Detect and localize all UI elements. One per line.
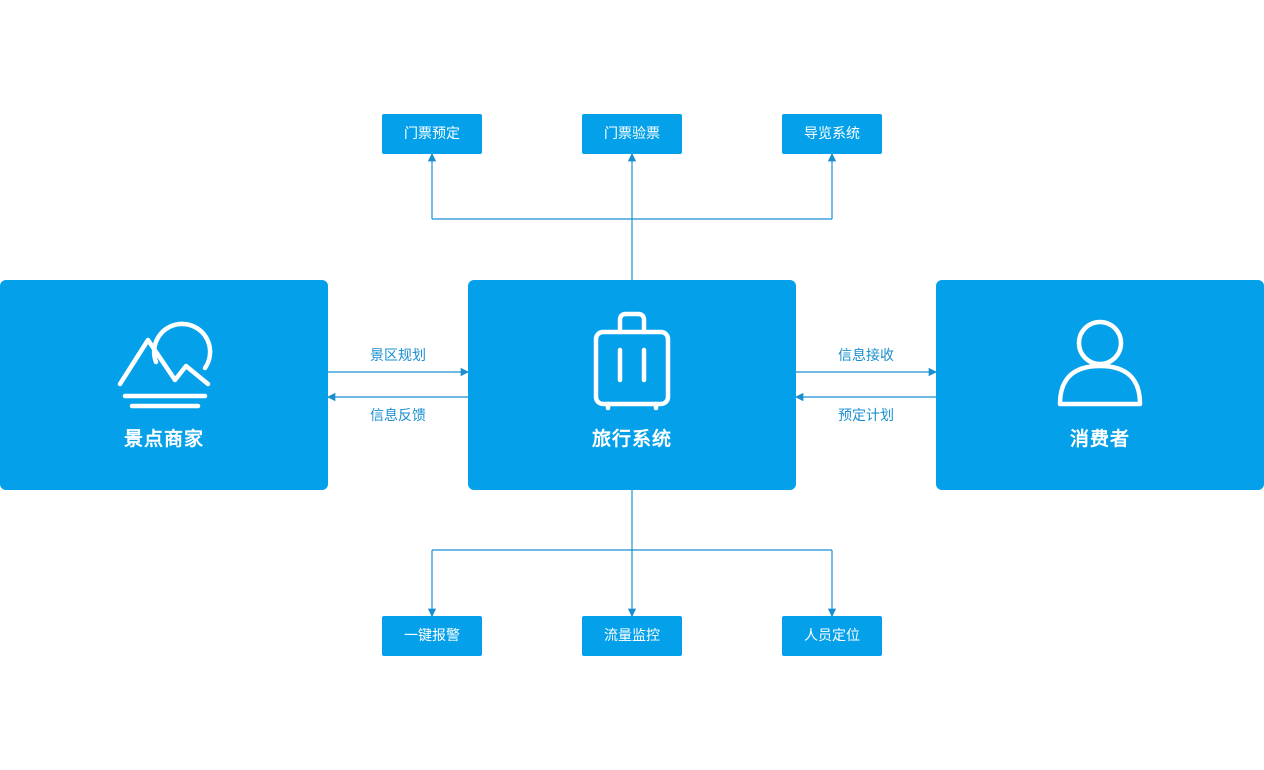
module-guide-system: 导览系统 [782, 114, 882, 154]
module-flow-monitor: 流量监控 [582, 616, 682, 656]
flow-label-booking-plan: 预定计划 [838, 408, 894, 424]
suitcase-icon [593, 311, 671, 411]
node-label-merchant: 景点商家 [123, 428, 204, 450]
flow-label-scenic-planning: 景区规划 [370, 348, 426, 364]
node-scenic-merchant: 景点商家 [0, 280, 328, 490]
module-one-key-alarm: 一键报警 [382, 616, 482, 656]
flow-label-info-feedback: 信息反馈 [370, 408, 426, 424]
node-travel-system: 旅行系统 [468, 280, 796, 490]
module-ticket-check: 门票验票 [582, 114, 682, 154]
person-icon [1057, 319, 1143, 407]
node-consumer: 消费者 [936, 280, 1264, 490]
node-label-system: 旅行系统 [591, 428, 672, 450]
mountain-sun-icon [117, 321, 213, 409]
node-label-consumer: 消费者 [1069, 428, 1130, 450]
module-personnel-positioning: 人员定位 [782, 616, 882, 656]
flow-label-info-receive: 信息接收 [838, 348, 894, 364]
module-ticket-booking: 门票预定 [382, 114, 482, 154]
